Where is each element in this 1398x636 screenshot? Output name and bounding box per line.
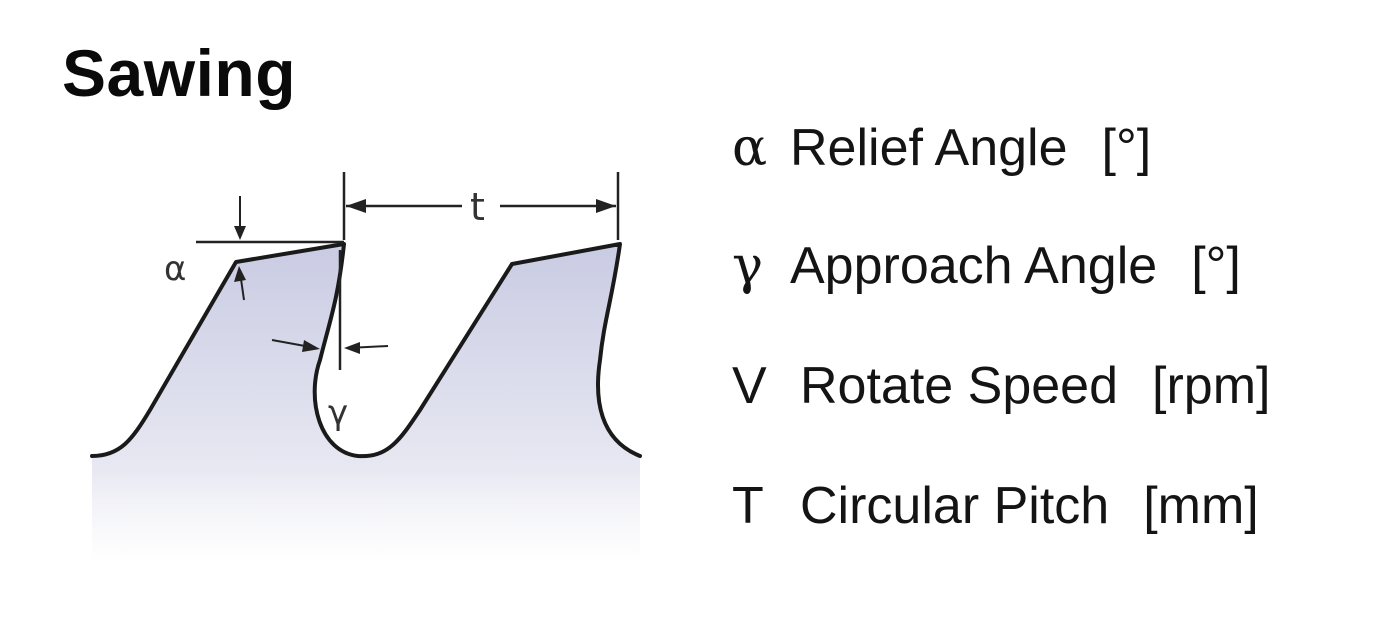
relief-angle-marker [196, 196, 344, 301]
blade-fade [80, 470, 660, 570]
legend-name: Rotate Speed [800, 357, 1119, 415]
saw-tooth-diagram: α γ t [80, 172, 660, 570]
legend-name: Approach Angle [790, 237, 1158, 295]
legend-unit: [rpm] [1152, 357, 1271, 415]
pitch-label: t [470, 185, 485, 229]
legend-symbol: V [732, 357, 767, 415]
legend-symbol: T [732, 477, 764, 535]
legend-name: Circular Pitch [800, 477, 1110, 535]
pitch-dimension [342, 172, 620, 240]
legend-symbol: γ [732, 236, 764, 296]
alpha-label: α [164, 249, 186, 289]
page-title: Sawing [62, 36, 297, 110]
legend-symbol: α [732, 118, 768, 178]
legend-name: Relief Angle [790, 119, 1068, 177]
saw-tooth-outline [90, 242, 642, 459]
gamma-label: γ [328, 393, 348, 433]
legend-item-circular-pitch: T Circular Pitch [mm] [732, 480, 1259, 532]
legend-item-rotate-speed: V Rotate Speed [rpm] [732, 360, 1270, 412]
legend-unit: [°] [1101, 119, 1152, 177]
approach-angle-marker [271, 250, 389, 370]
legend-unit: [°] [1191, 237, 1241, 295]
legend-unit: [mm] [1143, 477, 1259, 535]
